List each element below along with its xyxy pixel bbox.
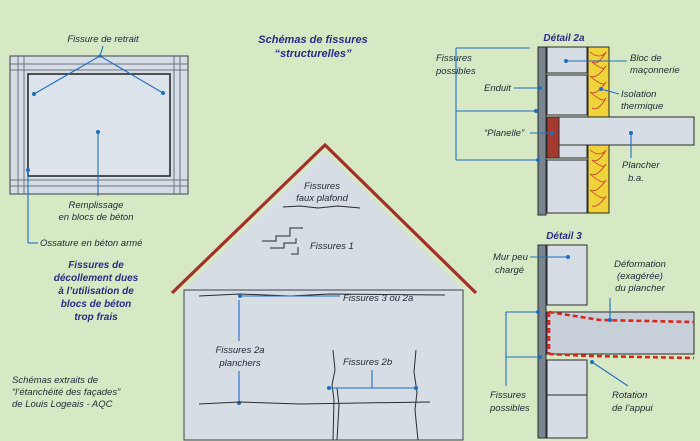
leader-2a-fissures — [455, 47, 540, 162]
detail-3-title: Détail 3 — [546, 231, 582, 242]
label-rotation-1: Rotation — [612, 390, 647, 401]
house-gable — [184, 152, 463, 290]
crack-fissures-2a — [198, 401, 431, 405]
leader-plancher — [629, 131, 633, 158]
label-remplissage-1: Remplissage — [69, 200, 124, 211]
label-enduit: Enduit — [484, 83, 511, 94]
label-2a-fissures-2: possibles — [435, 66, 476, 77]
label-fissures-3-2a: Fissures 3 ou 2a — [343, 293, 413, 304]
label-planelle: “Planelle” — [484, 128, 525, 139]
label-planchers-1: Fissures 2a — [215, 345, 264, 356]
frame-schematic — [9, 55, 189, 195]
leader-mur — [530, 255, 570, 259]
slab-2a — [558, 116, 695, 146]
decollement-line4: blocs de béton — [61, 299, 132, 310]
crack-fissures-1 — [262, 227, 303, 255]
label-plancher-2: b.a. — [628, 173, 644, 184]
house — [170, 142, 478, 441]
leader-deformation — [608, 298, 612, 322]
label-remplissage-2: en blocs de béton — [58, 212, 133, 223]
leader-fissure-retrait — [32, 45, 165, 96]
credit-line3: de Louis Logeais - AQC — [12, 399, 113, 410]
label-fissures-2b: Fissures 2b — [343, 357, 392, 368]
label-planchers-2: planchers — [218, 358, 260, 369]
detail-2a-title: Détail 2a — [543, 33, 585, 44]
crack-faux-plafond — [282, 205, 361, 209]
label-deformation-2: (exagérée) — [617, 271, 663, 282]
leader-3-fissures — [505, 310, 542, 386]
detail-2a-drawing — [537, 46, 695, 216]
planelle — [546, 116, 560, 159]
insulation-bottom — [587, 144, 610, 214]
house-wall — [183, 289, 464, 441]
label-deformation-3: du plancher — [615, 283, 665, 294]
label-deformation-1: Déformation — [614, 259, 666, 270]
label-faux-plafond-1: Fissures — [304, 181, 340, 192]
leader-remplissage — [96, 130, 100, 196]
label-3-fissures-2: possibles — [489, 403, 530, 414]
label-mur-1: Mur peu — [493, 252, 529, 263]
leader-bloc — [564, 59, 627, 63]
title-line1: Schémas de fissures — [258, 34, 367, 46]
label-bloc-1: Bloc de — [630, 53, 662, 64]
slab-3 — [546, 311, 695, 355]
leader-enduit — [514, 86, 542, 90]
decollement-line3: à l’utilisation de — [58, 286, 134, 297]
leader-planelle — [530, 131, 554, 135]
leader-ossature — [26, 168, 38, 244]
label-2a-fissures-1: Fissures — [436, 53, 472, 64]
label-fissure-retrait: Fissure de retrait — [67, 34, 139, 45]
label-rotation-2: de l’appui — [612, 403, 654, 414]
crack-fissures-2b-right — [413, 349, 419, 441]
label-ossature: Ossature en béton armé — [40, 238, 142, 249]
label-isolation-2: thermique — [621, 101, 663, 112]
label-faux-plafond-2: faux plafond — [296, 193, 348, 204]
label-plancher-1: Plancher — [622, 160, 660, 171]
decollement-line2: décollement dues — [54, 273, 139, 284]
title-line2: “structurelles” — [274, 48, 352, 60]
house-roof — [170, 142, 478, 295]
leader-fissures-2b — [327, 370, 418, 390]
detail-3-drawing — [537, 244, 695, 439]
label-isolation-1: Isolation — [621, 89, 656, 100]
label-fissures-1: Fissures 1 — [310, 241, 354, 252]
enduit-layer — [537, 46, 547, 216]
label-bloc-2: maçonnerie — [630, 65, 680, 76]
credit-line2: “l’étanchéité des façades” — [12, 387, 121, 398]
credit-line1: Schémas extraits de — [12, 375, 98, 386]
label-mur-2: chargé — [495, 265, 524, 276]
crack-fissures-2b-left — [331, 349, 340, 441]
decollement-line5: trop frais — [74, 312, 118, 323]
leader-fissures-3-2a — [238, 294, 340, 298]
label-3-fissures-1: Fissures — [490, 390, 526, 401]
leader-rotation — [590, 360, 629, 387]
leader-isolation — [599, 87, 620, 95]
infill-panel — [27, 73, 171, 177]
deformation-outline — [547, 310, 695, 360]
decollement-line1: Fissures de — [68, 260, 124, 271]
